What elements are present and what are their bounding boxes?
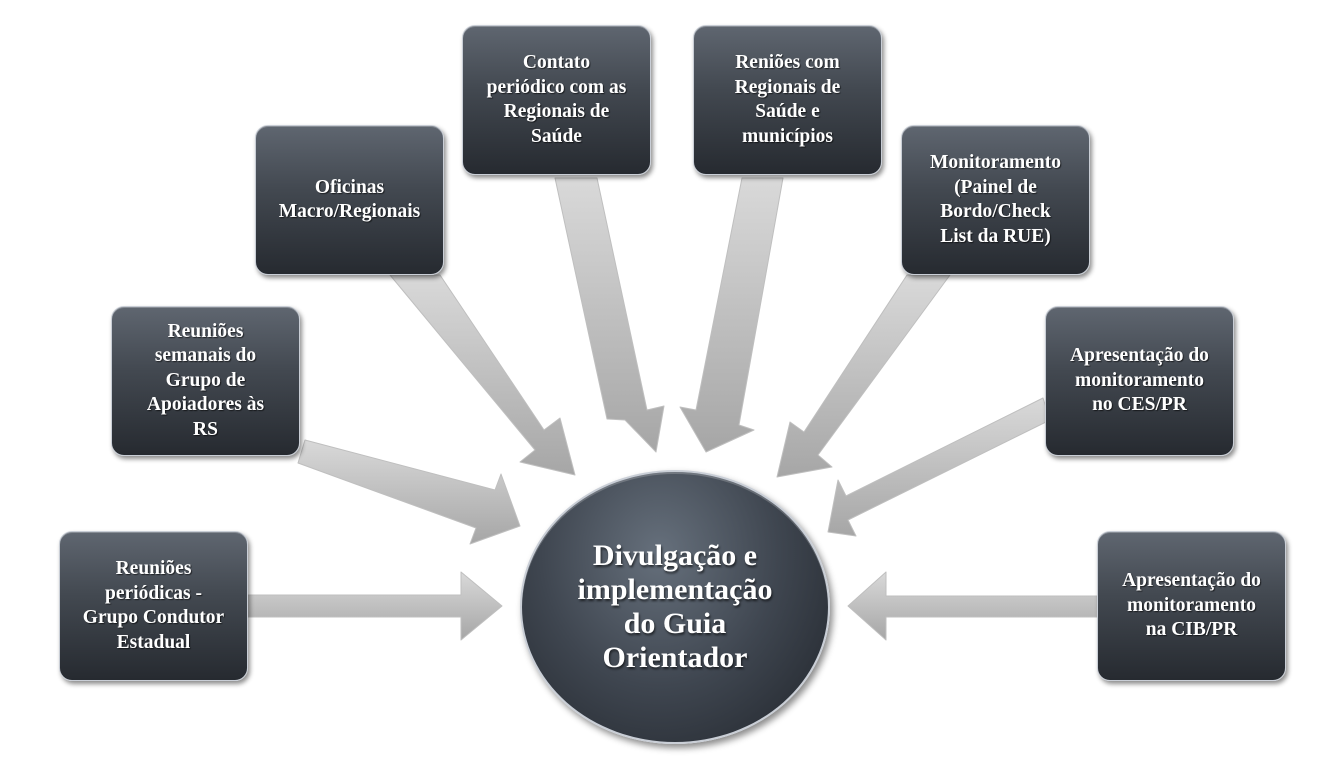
node-apresentacao-cib: Apresentação do monitoramento na CIB/PR (1097, 531, 1286, 681)
arrow-0 (247, 571, 503, 641)
node-reunioes-semanais: Reuniões semanais do Grupo de Apoiadores… (111, 306, 300, 456)
node-renioes-regionais: Reniões com Regionais de Saúde e municíp… (693, 25, 882, 175)
arrow-2 (389, 274, 576, 476)
arrow-5 (776, 274, 951, 478)
node-reunioes-periodicas: Reuniões periódicas - Grupo Condutor Est… (59, 531, 248, 681)
node-oficinas: Oficinas Macro/Regionais (255, 125, 444, 275)
arrow-4 (679, 177, 784, 453)
node-contato-periodico: Contato periódico com as Regionais de Sa… (462, 25, 651, 175)
center-node: Divulgação e implementação do Guia Orien… (520, 470, 830, 744)
arrow-6 (827, 397, 1051, 537)
arrow-7 (847, 571, 1098, 641)
arrow-1 (297, 439, 521, 545)
arrow-3 (554, 177, 665, 453)
node-monitoramento: Monitoramento (Painel de Bordo/Check Lis… (901, 125, 1090, 275)
node-apresentacao-ces: Apresentação do monitoramento no CES/PR (1045, 306, 1234, 456)
